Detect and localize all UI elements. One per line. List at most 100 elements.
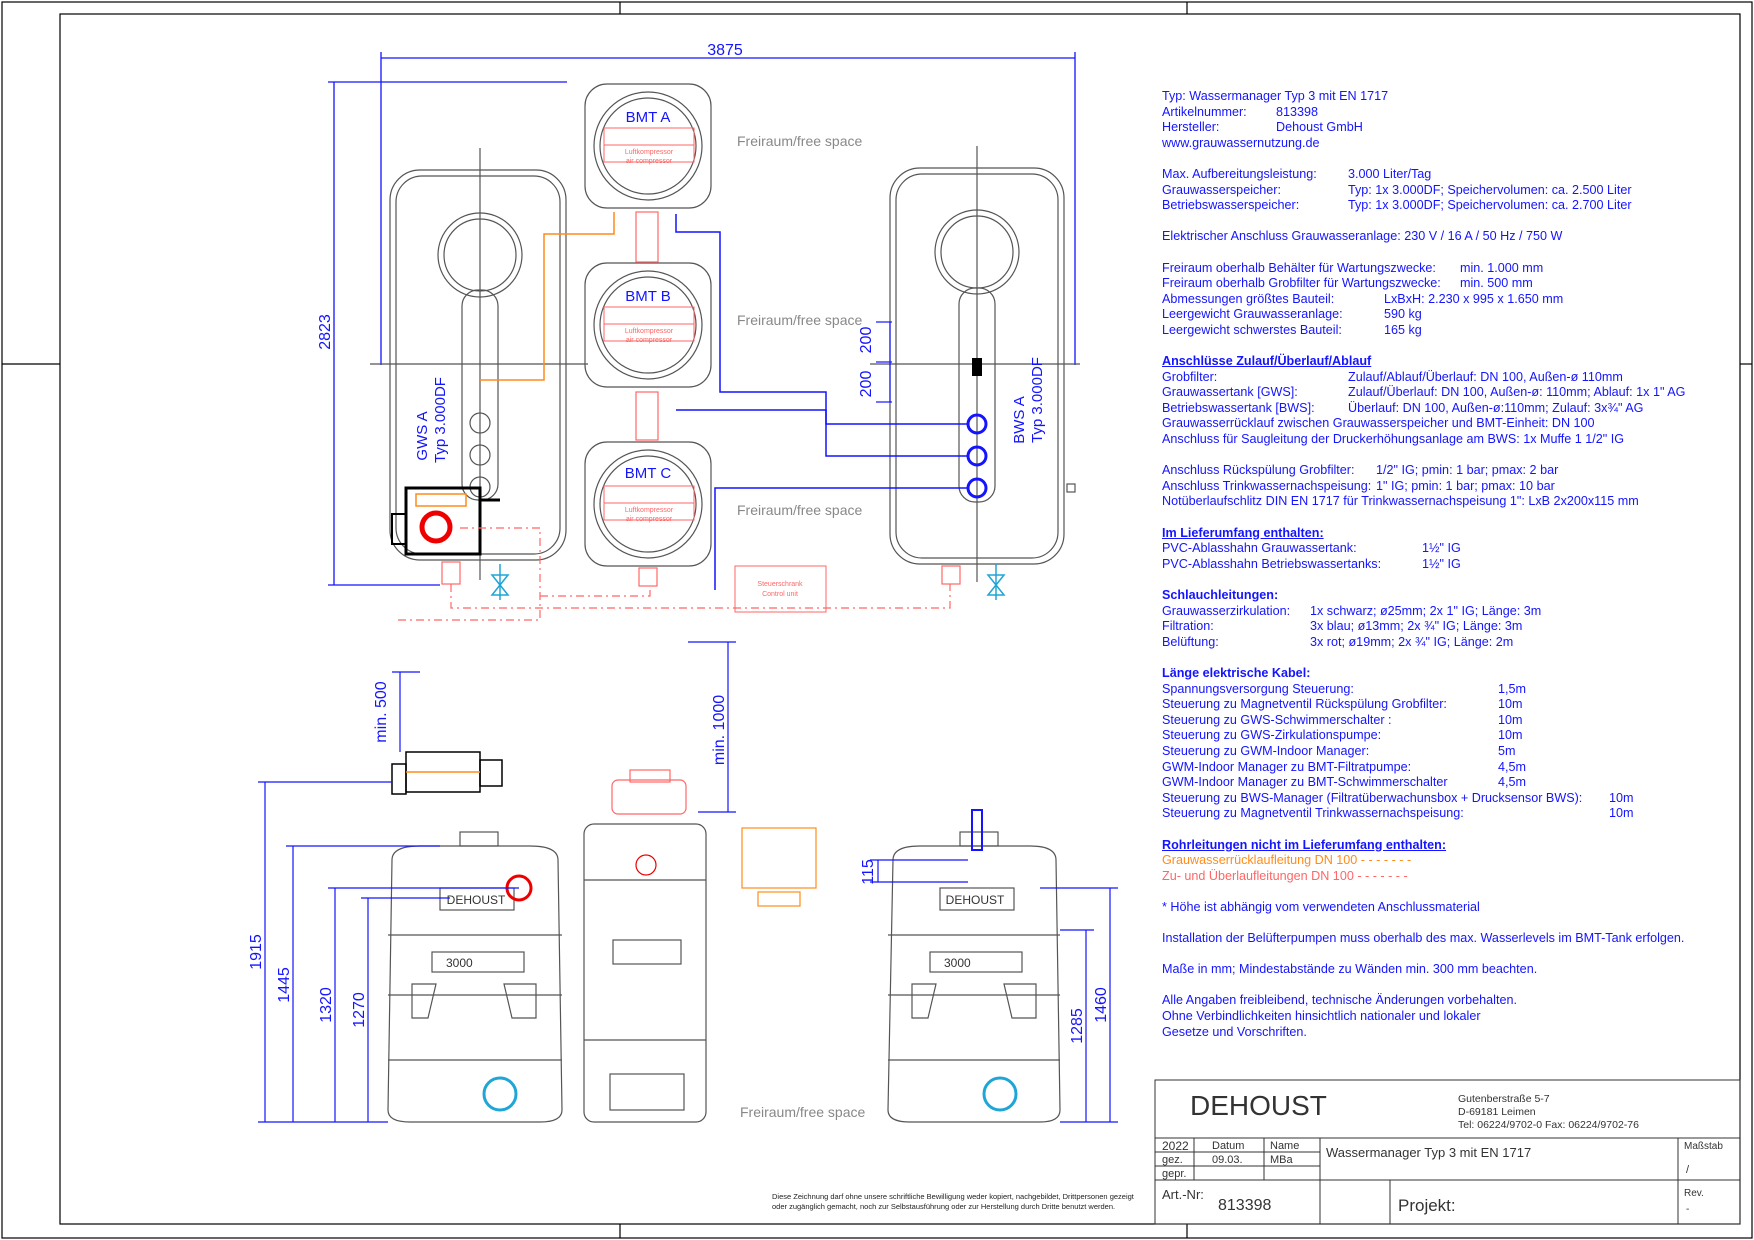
bws-tank-front xyxy=(887,831,1061,1123)
spec-heading-schlauch: Schlauchleitungen: xyxy=(1162,588,1279,602)
pipes-dashed xyxy=(395,527,951,621)
spec-sf-label: Filtration: xyxy=(1162,619,1214,634)
bmt-c-label: BMT C xyxy=(625,465,672,482)
spec-k5-value: 5m xyxy=(1498,743,1516,758)
free-space-d: Freiraum/free space xyxy=(740,1104,865,1120)
spec-web: www.grauwassernutzung.de xyxy=(1162,135,1320,150)
spec-k3-label: Steuerung zu GWS-Schwimmerschalter : xyxy=(1162,712,1392,727)
spec-gwt-label: Grauwassertank [GWS]: xyxy=(1162,385,1298,400)
spec-k8-label: Steuerung zu BWS-Manager (Filtratüberwac… xyxy=(1162,790,1583,805)
spec-bwt-label: Betriebswassertank [BWS]: xyxy=(1162,400,1315,415)
pipes-blue xyxy=(675,214,968,590)
spec-saug: Anschluss für Saugleitung der Druckerhöh… xyxy=(1162,432,1625,447)
dim-1915: 1915 xyxy=(248,934,265,970)
spec-rueck-value: 1/2" IG; pmin: 1 bar; pmax: 2 bar xyxy=(1376,463,1559,478)
gws-label-2: Typ 3.000DF xyxy=(432,377,449,463)
gws-label-1: GWS A xyxy=(414,411,431,460)
spec-k9-label: Steuerung zu Magnetventil Trinkwassernac… xyxy=(1162,806,1464,821)
spec-k6-value: 4,5m xyxy=(1498,759,1526,774)
spec-rohr1: Grauwasserrücklaufleitung DN 100 - - - -… xyxy=(1162,853,1412,868)
spec-leistung-label: Max. Aufbereitungsleistung: xyxy=(1162,166,1317,181)
spec-pvc2-label: PVC-Ablasshahn Betriebswassertanks: xyxy=(1162,556,1382,571)
spec-rohr2: Zu- und Überlaufleitungen DN 100 - - - -… xyxy=(1162,868,1408,883)
spec-heading-rohr: Rohrleitungen nicht im Lieferumfang enth… xyxy=(1162,837,1447,852)
spec-k6-label: GWM-Indoor Manager zu BMT-Filtratpumpe: xyxy=(1162,759,1412,774)
spec-bws-value: Typ: 1x 3.000DF; Speichervolumen: ca. 2.… xyxy=(1348,198,1632,213)
plate-3000-2: 3000 xyxy=(944,956,971,970)
spec-heading-anschluesse: Anschlüsse Zulauf/Überlauf/Ablauf xyxy=(1162,354,1372,369)
bws-dim-200 xyxy=(876,321,892,403)
compressor-a-1: Luftkompressor xyxy=(625,149,674,156)
spec-note-all3: Gesetze und Vorschriften. xyxy=(1162,1024,1307,1039)
spec-frei1-label: Freiraum oberhalb Behälter für Wartungsz… xyxy=(1162,260,1436,275)
tb-year: 2022 xyxy=(1162,1139,1189,1153)
address-1: Gutenberstraße 5-7 xyxy=(1458,1093,1550,1105)
free-space-a: Freiraum/free space xyxy=(737,133,862,149)
bmt-compressor-front xyxy=(611,769,687,815)
spec-note-masse: Maße in mm; Mindestabstände zu Wänden mi… xyxy=(1162,962,1538,977)
drain-valves xyxy=(490,564,1006,600)
pipes-orange xyxy=(480,212,615,381)
dim-200-a: 200 xyxy=(858,327,875,354)
spec-k7-value: 4,5m xyxy=(1498,775,1526,790)
bws-label-1: BWS A xyxy=(1011,396,1028,444)
tb-name-label: Name xyxy=(1270,1140,1300,1152)
tb-gez-date: 09.03. xyxy=(1212,1154,1243,1166)
spec-k7-label: GWM-Indoor Manager zu BMT-Schwimmerschal… xyxy=(1162,775,1448,790)
spec-k4-label: Steuerung zu GWS-Zirkulationspumpe: xyxy=(1162,728,1382,743)
disclaimer-line-2: oder zugänglich gemacht, noch zur Selbst… xyxy=(772,1202,1116,1211)
spec-k2-label: Steuerung zu Magnetventil Rückspülung Gr… xyxy=(1162,697,1447,712)
rev-label: Rev. xyxy=(1684,1188,1704,1199)
spec-sb-label: Belüftung: xyxy=(1162,634,1219,649)
dim-1445: 1445 xyxy=(276,967,293,1003)
plate-dehoust-1: DEHOUST xyxy=(447,893,506,907)
control-unit xyxy=(734,565,827,613)
spec-note-install: Installation der Belüfterpumpen muss obe… xyxy=(1162,931,1685,946)
spec-grob-label: Grobfilter: xyxy=(1162,369,1218,384)
overall-dimensions xyxy=(328,52,1076,586)
bws-front-outlet xyxy=(982,1076,1018,1112)
spec-sf-value: 3x blau; ø13mm; 2x ¾" IG; Länge: 3m xyxy=(1310,619,1523,634)
spec-frei2-value: min. 500 mm xyxy=(1460,276,1533,291)
address-3: Tel: 06224/9702-0 Fax: 06224/9702-76 xyxy=(1458,1119,1639,1131)
massstab-value: / xyxy=(1686,1164,1690,1176)
spec-notueber: Notüberlaufschlitz DIN EN 1717 für Trink… xyxy=(1162,494,1639,509)
spec-trink-label: Anschluss Trinkwassernachspeisung: xyxy=(1162,478,1372,493)
title-block-frame xyxy=(1154,1079,1741,1225)
grob-filter-top xyxy=(391,486,500,556)
gws-tank-front xyxy=(387,831,563,1123)
bmt-a-label: BMT A xyxy=(626,109,671,126)
tb-gez-label: gez. xyxy=(1162,1154,1183,1166)
spec-sz-label: Grauwasserzirkulation: xyxy=(1162,603,1291,618)
rev-value: - xyxy=(1686,1204,1690,1215)
plate-dehoust-2: DEHOUST xyxy=(946,893,1005,907)
spec-heading-liefer: Im Lieferumfang enthalten: xyxy=(1162,525,1324,540)
spec-leer2-label: Leergewicht schwerstes Bauteil: xyxy=(1162,322,1342,337)
spec-leer2-value: 165 kg xyxy=(1384,322,1422,337)
dim-3875: 3875 xyxy=(707,42,743,59)
spec-note-all2: Ohne Verbindlichkeiten hinsichtlich nati… xyxy=(1162,1009,1481,1024)
spec-abm-label: Abmessungen größtes Bauteil: xyxy=(1162,291,1335,306)
compressor-b-1: Luftkompressor xyxy=(625,328,674,335)
compressor-a-2: air compressor xyxy=(626,158,673,165)
spec-pvc1-value: 1½" IG xyxy=(1422,541,1461,556)
spec-abm-value: LxBxH: 2.230 x 995 x 1.650 mm xyxy=(1384,291,1564,306)
front-dimensions xyxy=(258,641,1118,1123)
spec-pvc1-label: PVC-Ablasshahn Grauwassertank: xyxy=(1162,541,1357,556)
spec-pvc2-value: 1½" IG xyxy=(1422,556,1461,571)
dim-200-b: 200 xyxy=(858,371,875,398)
spec-heading-kabel: Länge elektrische Kabel: xyxy=(1162,665,1311,680)
bmt-units xyxy=(584,83,712,587)
spec-gws-label: Grauwasserspeicher: xyxy=(1162,182,1281,197)
company-name: DEHOUST xyxy=(1190,1090,1327,1121)
compressor-b-2: air compressor xyxy=(626,337,673,344)
spec-gwt-value: Zulauf/Überlauf: DN 100, Außen-ø: 110mm;… xyxy=(1348,385,1686,400)
spec-elektro: Elektrischer Anschluss Grauwasseranlage:… xyxy=(1162,229,1563,244)
spec-k1-label: Spannungsversorgung Steuerung: xyxy=(1162,681,1354,696)
free-space-b: Freiraum/free space xyxy=(737,312,862,328)
free-space-c: Freiraum/free space xyxy=(737,502,862,518)
drawing-title: Wassermanager Typ 3 mit EN 1717 xyxy=(1326,1145,1532,1160)
spec-typ: Typ: Wassermanager Typ 3 mit EN 1717 xyxy=(1162,89,1389,103)
